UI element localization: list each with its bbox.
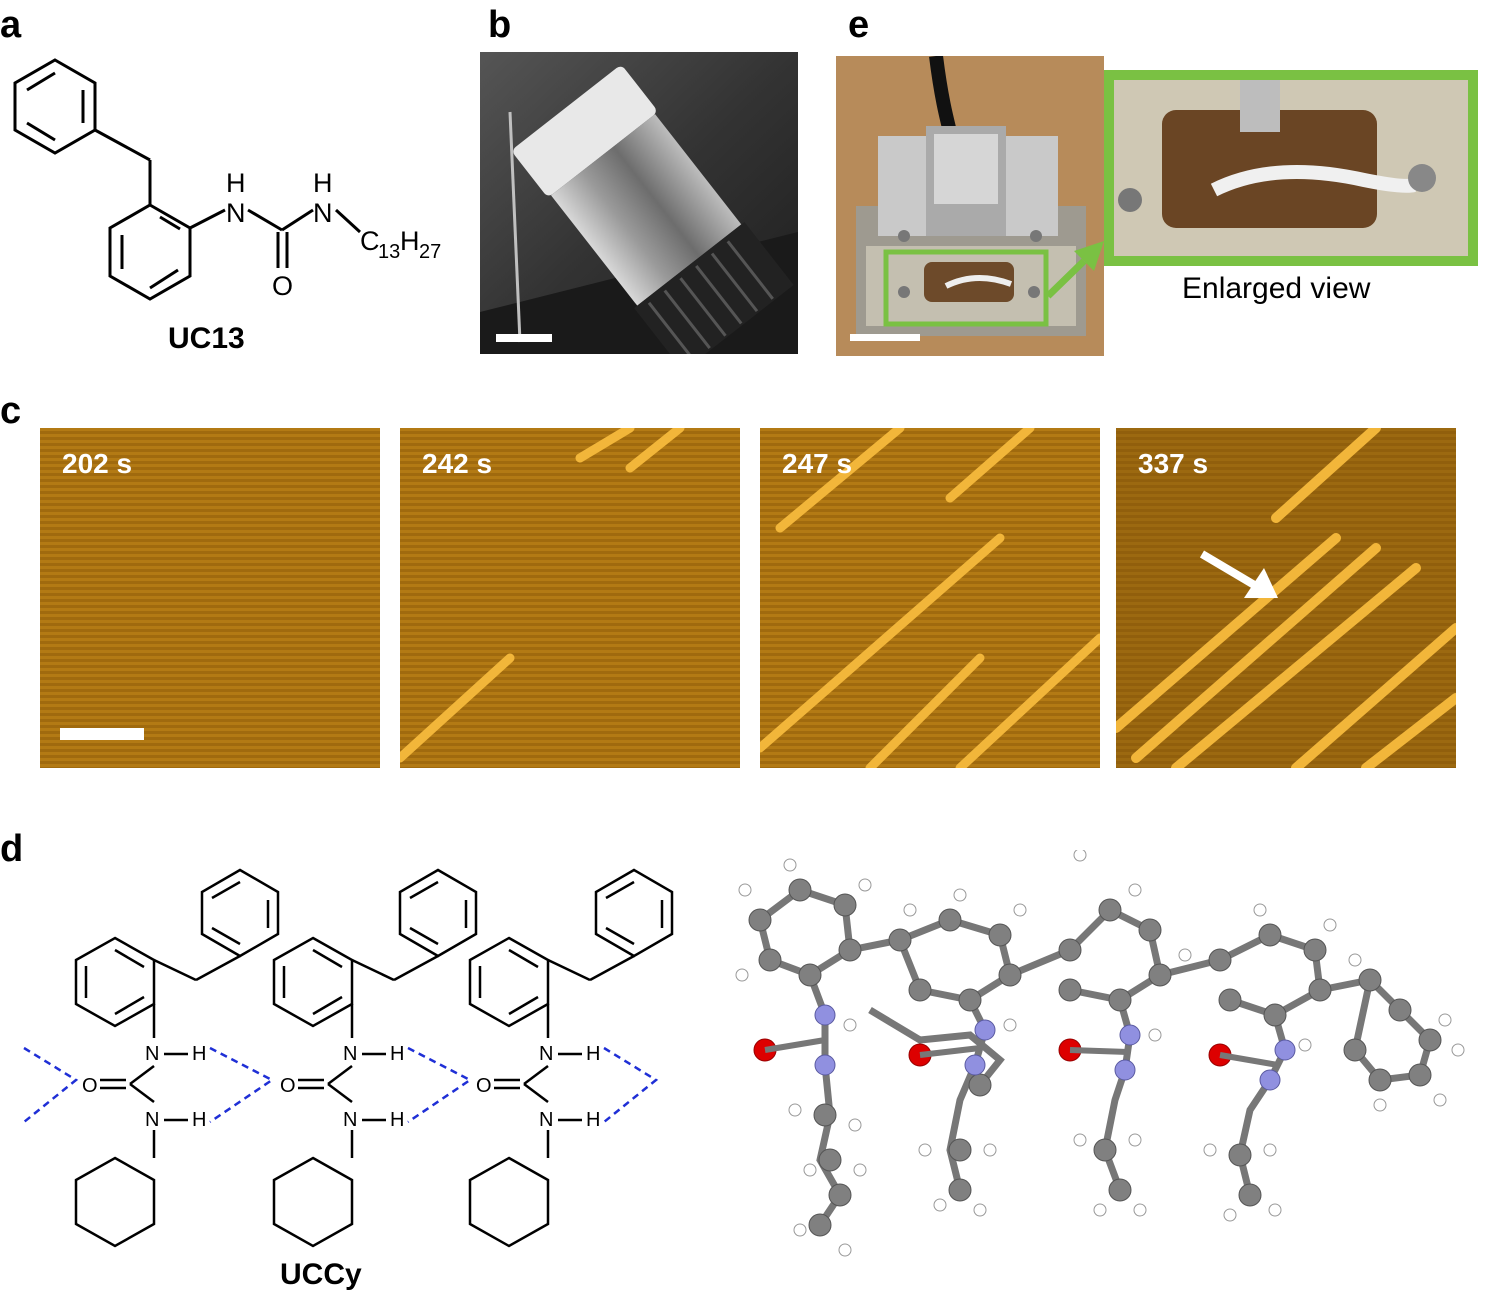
uccy-1-h2: H [192,1109,206,1131]
afm-frame-3: 247 s [760,428,1100,768]
uc13-n1: N [226,198,246,228]
afm-time-2: 242 s [422,448,493,479]
uc13-structure: H N H N O C 13 H 27 [13,58,441,301]
uc13-chain-h: H [400,226,420,256]
afm-time-4: 337 s [1138,448,1209,479]
enlarged-view [1104,70,1478,266]
uccy-3-h1: H [586,1043,600,1065]
panel-letter-c: c [0,390,22,432]
crystal-packing [735,850,1465,1257]
uc13-chain-h-sub: 27 [419,241,441,263]
device-photo [836,56,1104,356]
afm-time-3: 247 s [782,448,853,479]
uccy-1-n2: N [145,1109,159,1131]
uccy-1-h1: H [192,1043,206,1065]
uc13-label: UC13 [168,322,245,355]
afm-time-1: 202 s [62,448,133,479]
panel-letter-b: b [488,4,512,46]
uc13-h2: H [313,168,333,198]
uccy-label: UCCy [280,1258,362,1291]
uc13-h1: H [226,168,246,198]
afm-frame-4: 337 s [1116,428,1456,768]
uc13-n2: N [313,198,333,228]
uccy-3-h2: H [586,1109,600,1131]
uccy-2-n2: N [343,1109,357,1131]
uccy-2-n1: N [343,1043,357,1065]
uccy-structure: N H O N H N H O N H N H O N H [23,868,674,1248]
afm-frame-2: 242 s [400,428,740,768]
uccy-3-n2: N [539,1109,553,1131]
uc13-chain-c-sub: 13 [378,241,400,263]
uc13-o: O [272,271,293,301]
uccy-1-o: O [82,1075,98,1097]
panel-letter-e: e [848,4,870,46]
panel-letter-d: d [0,828,24,870]
uccy-3-n1: N [539,1043,553,1065]
uccy-3-o: O [476,1075,492,1097]
uc13-chain-c: C [360,226,380,256]
uccy-1-n1: N [145,1043,159,1065]
enlarged-view-caption: Enlarged view [1182,272,1371,305]
uccy-2-o: O [280,1075,296,1097]
afm-frame-1: 202 s [40,428,380,768]
uccy-2-h2: H [390,1109,404,1131]
vial-photo [480,52,798,354]
panel-letter-a: a [0,4,22,46]
uccy-2-h1: H [390,1043,404,1065]
